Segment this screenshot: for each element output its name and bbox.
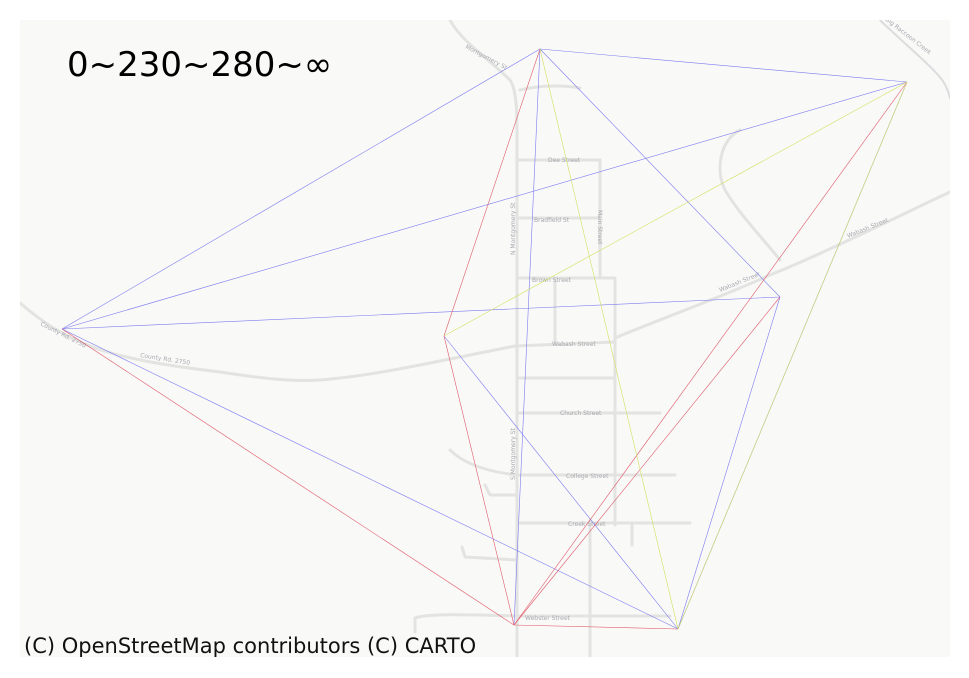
- edge-red: [443, 335, 515, 626]
- edge-red: [61, 328, 515, 626]
- label-montgomery-north: Montgomery St: [464, 44, 509, 72]
- map-title: 0~230~280~∞: [67, 45, 333, 85]
- road-network: [20, 20, 950, 657]
- route-edges: [61, 48, 908, 630]
- edge-blue: [61, 328, 679, 630]
- edge-red: [513, 81, 908, 626]
- edge-red: [513, 296, 781, 626]
- edge-blue: [539, 48, 781, 298]
- street-labels: Dee Street Bradfield St Brown Street Wab…: [39, 20, 933, 622]
- edge-yellow: [677, 81, 908, 630]
- edge-yellow: [539, 48, 679, 630]
- label-webster-street: Webster Street: [525, 615, 571, 622]
- edge-blue: [61, 48, 541, 330]
- label-wabash-street: Wabash Street: [552, 341, 596, 348]
- label-n-montgomery: N Montgomery St: [510, 202, 517, 255]
- map-canvas[interactable]: Dee Street Bradfield St Brown Street Wab…: [20, 20, 950, 657]
- label-dee-street: Dee Street: [548, 157, 581, 164]
- label-bradfield-st: Bradfield St: [534, 217, 570, 224]
- edge-blue: [677, 296, 781, 630]
- label-s-montgomery: S Montgomery St: [510, 428, 517, 480]
- edge-blue: [513, 48, 541, 626]
- map-attribution: (C) OpenStreetMap contributors (C) CARTO: [24, 634, 477, 657]
- edge-yellow: [443, 81, 908, 337]
- label-college-street: College Street: [566, 473, 609, 480]
- label-county-rd-1: County Rd. 2750: [39, 321, 87, 350]
- label-big-raccoon-creek: Big Raccoon Creek: [884, 20, 933, 57]
- edge-blue: [61, 296, 781, 330]
- label-church-street: Church Street: [560, 410, 602, 417]
- edge-blue: [61, 81, 908, 330]
- edge-red: [513, 624, 679, 630]
- map-svg: Dee Street Bradfield St Brown Street Wab…: [20, 20, 950, 657]
- label-wabash-east-2: Wabash Street: [846, 217, 890, 240]
- label-brown-street: Brown Street: [532, 277, 572, 284]
- edge-blue: [443, 335, 679, 630]
- edge-red: [443, 48, 541, 337]
- label-main-street: Main Street: [596, 210, 603, 245]
- edge-blue: [539, 48, 908, 83]
